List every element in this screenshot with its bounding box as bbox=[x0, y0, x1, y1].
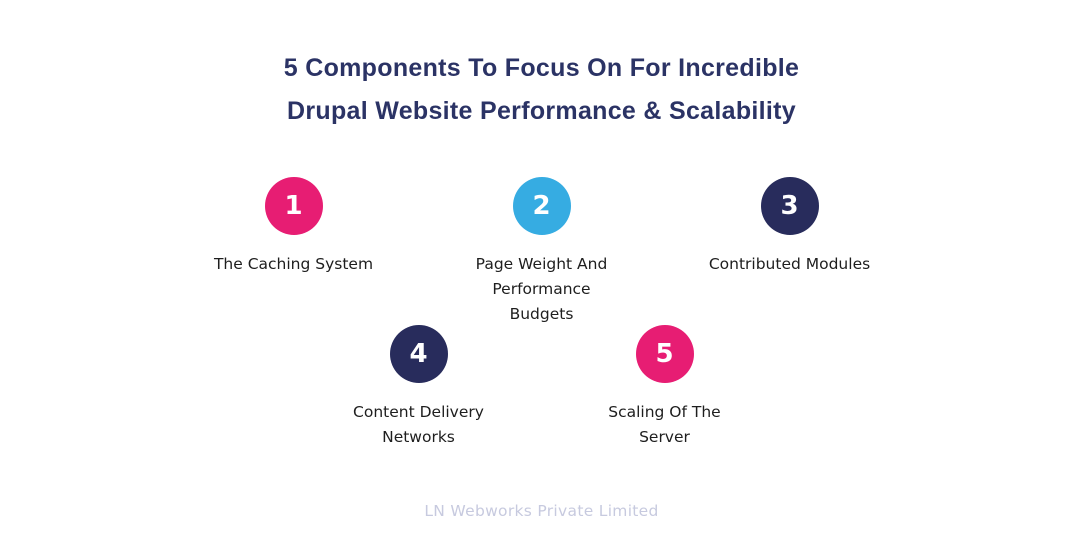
step-4-label-line: Content Delivery bbox=[353, 403, 484, 421]
component-item-4: 4 Content Delivery Networks bbox=[296, 325, 542, 450]
step-2-label-line: Budgets bbox=[509, 305, 574, 323]
step-2-label-line: Performance bbox=[492, 280, 591, 298]
step-4-badge: 4 bbox=[389, 325, 448, 383]
step-5-label-line: Scaling Of The bbox=[608, 403, 721, 421]
step-4-label: Content Delivery Networks bbox=[353, 400, 484, 450]
components-row-2: 4 Content Delivery Networks 5 Scaling Of… bbox=[0, 325, 1083, 450]
components-row-1: 1 The Caching System 2 Page Weight And P… bbox=[0, 177, 1083, 327]
component-item-5: 5 Scaling Of The Server bbox=[542, 325, 788, 450]
component-item-3: 3 Contributed Modules bbox=[666, 177, 914, 327]
page-title: 5 Components To Focus On For Incredible … bbox=[0, 47, 1083, 133]
step-3-label: Contributed Modules bbox=[709, 252, 870, 277]
step-2-label: Page Weight And Performance Budgets bbox=[476, 252, 608, 327]
page-title-line-1: 5 Components To Focus On For Incredible bbox=[283, 54, 800, 82]
step-1-badge: 1 bbox=[264, 177, 323, 235]
step-5-label: Scaling Of The Server bbox=[608, 400, 720, 450]
step-2-number: 2 bbox=[532, 191, 551, 221]
step-5-badge: 5 bbox=[635, 325, 694, 383]
step-3-number: 3 bbox=[780, 191, 799, 221]
step-1-label-line: The Caching System bbox=[213, 255, 374, 273]
step-4-number: 4 bbox=[409, 339, 428, 369]
step-5-label-line: Server bbox=[639, 428, 690, 446]
component-item-2: 2 Page Weight And Performance Budgets bbox=[418, 177, 666, 327]
step-1-number: 1 bbox=[284, 191, 303, 221]
step-2-badge: 2 bbox=[512, 177, 571, 235]
brand-footer-text: LN Webworks Private Limited bbox=[424, 502, 659, 520]
step-1-label: The Caching System bbox=[214, 252, 373, 277]
page-title-line-2: Drupal Website Performance & Scalability bbox=[287, 97, 796, 125]
component-item-1: 1 The Caching System bbox=[170, 177, 418, 327]
step-4-label-line: Networks bbox=[382, 428, 455, 446]
step-2-label-line: Page Weight And bbox=[475, 255, 608, 273]
step-3-label-line: Contributed Modules bbox=[708, 255, 871, 273]
step-5-number: 5 bbox=[655, 339, 674, 369]
step-3-badge: 3 bbox=[760, 177, 819, 235]
